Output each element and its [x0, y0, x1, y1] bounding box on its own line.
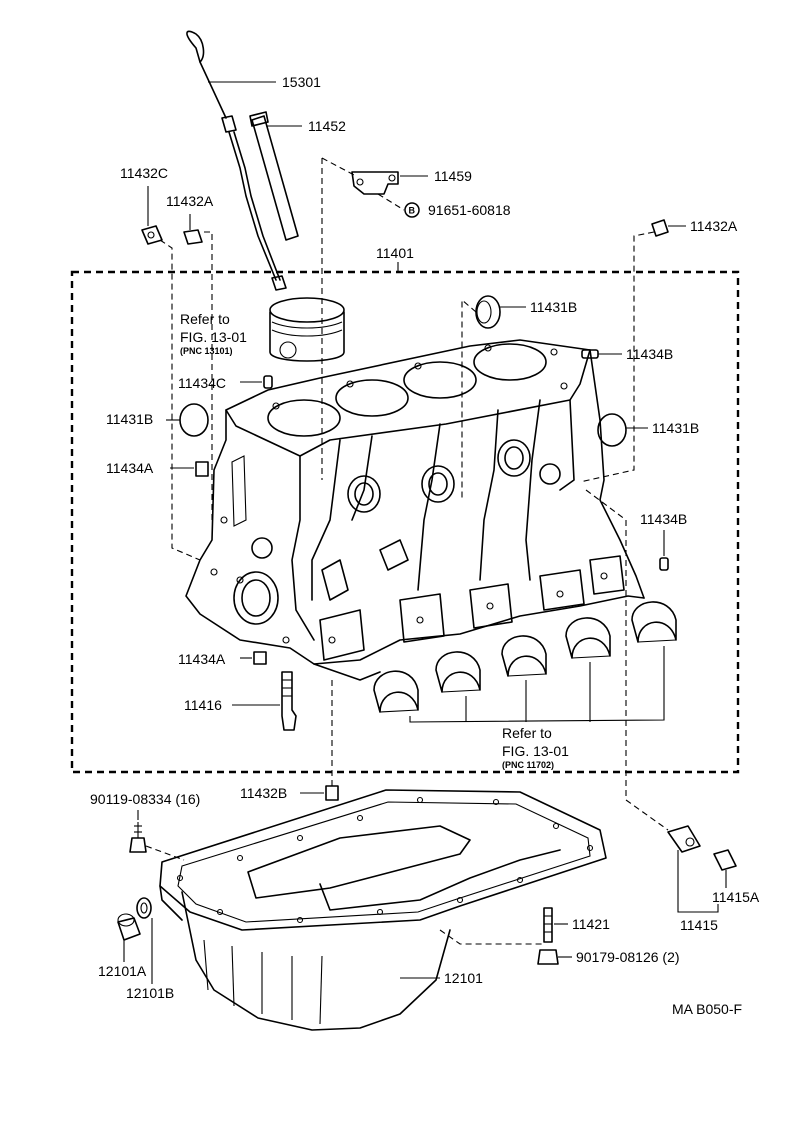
label-91651-60818: 91651-60818: [428, 202, 511, 218]
label-11432a-right: 11432A: [690, 218, 738, 234]
plug-11432c: [141, 225, 163, 245]
label-11459: 11459: [434, 168, 472, 184]
label-11415a: 11415A: [712, 889, 760, 905]
plug-11415a: [713, 849, 737, 871]
nut-90179: [537, 949, 559, 965]
piston-reference: [269, 297, 345, 362]
plug-11432b: [325, 785, 339, 801]
dipstick-guide: [249, 111, 299, 241]
label-11434a-lower: 11434A: [178, 651, 226, 667]
drain-plug-12101a: [117, 913, 141, 941]
stud-11421: [543, 907, 553, 943]
pin-11434b-right: [659, 557, 669, 571]
label-15301: 15301: [282, 74, 321, 90]
pin-11434c: [263, 375, 273, 389]
label-11452: 11452: [308, 118, 346, 134]
oil-pan: [159, 789, 607, 1031]
label-11401: 11401: [376, 245, 414, 261]
bolt-90119: [129, 822, 147, 853]
guide-bracket: [351, 171, 399, 195]
ref-piston-pnc: (PNC 13101): [180, 346, 233, 356]
label-11431b-right: 11431B: [652, 420, 699, 436]
figure-code: MA B050-F: [672, 1001, 742, 1017]
ref-bearing-fig: FIG. 13-01: [502, 743, 569, 759]
label-90179-08126: 90179-08126 (2): [576, 949, 680, 965]
plug-11432a-right: [651, 219, 669, 237]
main-bearings: [373, 601, 677, 713]
label-11434c: 11434C: [178, 375, 226, 391]
label-11415: 11415: [680, 917, 718, 933]
label-12101b: 12101B: [126, 985, 174, 1001]
label-11432b: 11432B: [240, 785, 287, 801]
plug-11431b-right: [597, 413, 627, 447]
label-11434b-right: 11434B: [640, 511, 687, 527]
plug-11431b-left: [179, 403, 209, 437]
bolt-b-symbol: B: [404, 202, 420, 218]
label-11421: 11421: [572, 916, 610, 932]
label-90119-08334: 90119-08334 (16): [90, 791, 200, 807]
plug-11431b-top: [475, 295, 501, 329]
oil-dipstick: [186, 30, 287, 291]
label-11432a-left: 11432A: [166, 193, 214, 209]
label-11431b-left: 11431B: [106, 411, 153, 427]
label-11431b-top: 11431B: [530, 299, 577, 315]
label-11434a-upper: 11434A: [106, 460, 154, 476]
ref-bearing-refer: Refer to: [502, 725, 552, 741]
pin-11434a-upper: [195, 461, 209, 477]
stud-11416: [281, 671, 297, 731]
block-group-frame: [70, 270, 740, 774]
pin-11434a-lower: [253, 651, 267, 665]
cylinder-block: [185, 339, 645, 681]
label-12101a: 12101A: [98, 963, 147, 979]
ref-piston-fig: FIG. 13-01: [180, 329, 247, 345]
ref-piston-refer: Refer to: [180, 311, 230, 327]
gasket-12101b: [136, 897, 152, 919]
svg-text:B: B: [409, 206, 416, 216]
label-12101: 12101: [444, 970, 483, 986]
label-11432c: 11432C: [120, 165, 168, 181]
label-11434b-top: 11434B: [626, 346, 673, 362]
plug-11432a-left: [183, 229, 203, 245]
ref-bearing-pnc: (PNC 11702): [502, 760, 554, 770]
plug-11415: [667, 825, 701, 853]
label-11416: 11416: [184, 697, 222, 713]
